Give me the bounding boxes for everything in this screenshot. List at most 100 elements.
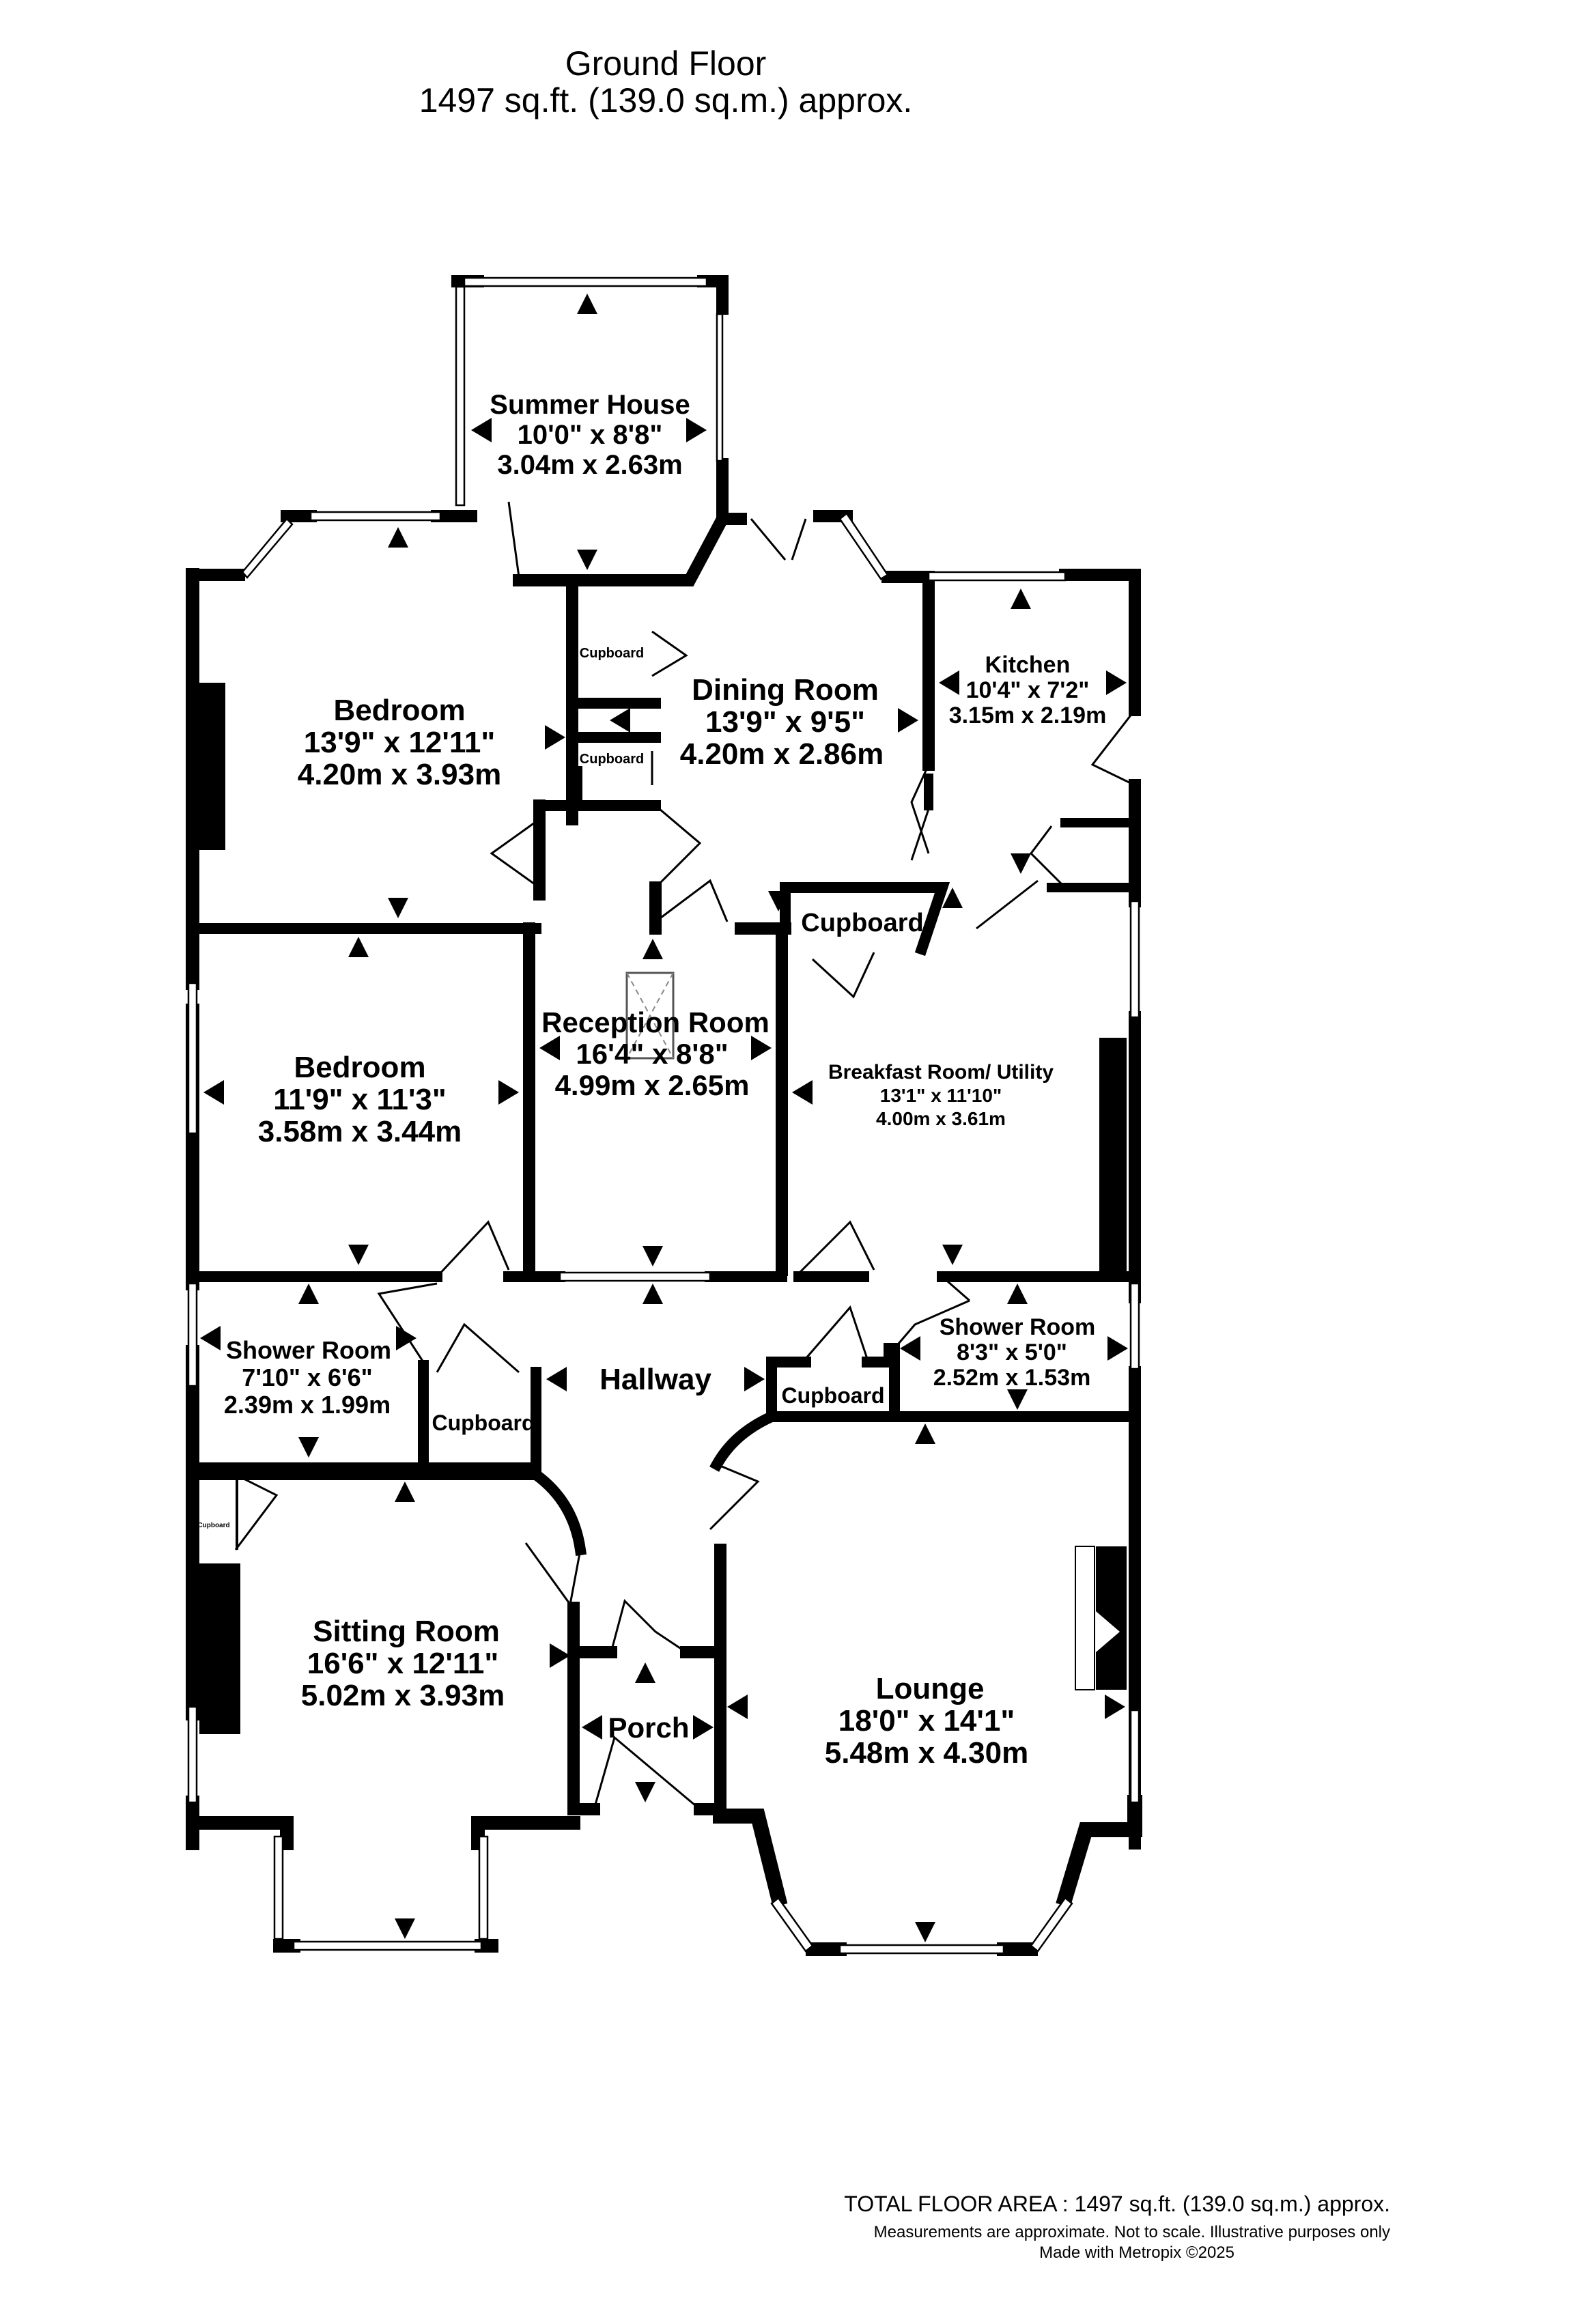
arrow-summer-bottom xyxy=(577,550,597,570)
room-metric-kitchen: 3.15m x 2.19m xyxy=(949,703,1107,728)
door-dining-garden xyxy=(750,518,807,561)
arrow-shower1-top xyxy=(298,1284,319,1304)
arrow-hallway-right xyxy=(744,1367,765,1391)
arrow-lounge-top xyxy=(915,1423,935,1444)
window-summer-right xyxy=(716,313,724,462)
arrow-hallway-top xyxy=(643,1284,663,1304)
cupboard-labels: Cupboard Cupboard Cupboard Cupboard Cupb… xyxy=(197,646,923,1529)
window-shower1-left xyxy=(187,1282,198,1387)
room-name-bedroom2: Bedroom xyxy=(294,1051,425,1084)
room-metric-lounge: 5.48m x 4.30m xyxy=(825,1736,1028,1770)
arrow-shower1-left xyxy=(200,1326,221,1350)
door-reception-dining xyxy=(655,879,729,923)
window-sitting-bay-front xyxy=(292,1940,483,1951)
door-reception-top xyxy=(654,804,702,889)
door-sitting-cupboard xyxy=(234,1473,279,1550)
cupboard-hall-left-walls xyxy=(418,1367,541,1473)
arrow-reception-bottom xyxy=(643,1246,663,1266)
room-imperial-bedroom1: 13'9" x 12'11" xyxy=(304,726,495,759)
arrow-kitchen-top xyxy=(1011,589,1031,609)
arrow-shower2-right xyxy=(1107,1336,1128,1361)
credit: Made with Metropix ©2025 xyxy=(1039,2243,1234,2262)
window-bedroom2-left xyxy=(187,982,198,1135)
lounge-top-wall xyxy=(709,1409,900,1472)
chimney-breast-bed xyxy=(199,683,225,850)
door-cupboard-upper xyxy=(651,630,688,677)
arrow-bed2-right xyxy=(498,1080,519,1105)
door-kitchen-back xyxy=(1090,709,1136,787)
room-imperial-shower2: 8'3" x 5'0" xyxy=(957,1340,1067,1365)
door-porch-inner xyxy=(610,1599,687,1654)
sitting-cupboard-wall xyxy=(236,1475,238,1550)
arrow-sitting-top xyxy=(395,1482,415,1502)
walls xyxy=(186,275,1142,1956)
arrow-porch-left xyxy=(582,1715,602,1740)
room-imperial-sitting: 16'6" x 12'11" xyxy=(307,1647,498,1680)
shower2-walls xyxy=(766,1343,1140,1422)
room-name-shower2: Shower Room xyxy=(940,1314,1096,1340)
bedroom1-top-wall xyxy=(186,510,477,581)
room-name-shower1: Shower Room xyxy=(226,1336,391,1364)
window-breakfast-right xyxy=(1129,900,1140,1019)
arrow-kitchen-bottom xyxy=(1011,853,1031,874)
floor-name: Ground Floor xyxy=(565,44,767,83)
arrow-shower2-bottom xyxy=(1007,1389,1028,1410)
room-metric-breakfast: 4.00m x 3.61m xyxy=(876,1108,1006,1129)
room-metric-shower2: 2.52m x 1.53m xyxy=(933,1365,1091,1391)
room-labels: Summer House 10'0" x 8'8" 3.04m x 2.63m … xyxy=(224,390,1106,1770)
cupboard-label-breakfast: Cupboard xyxy=(801,909,923,937)
arrow-kitchen-left xyxy=(939,670,959,695)
door-shower2 xyxy=(893,1275,970,1349)
cupboard-label-sitting: Cupboard xyxy=(197,1522,229,1529)
door-breakfast-cupboard xyxy=(811,952,875,999)
room-imperial-shower1: 7'10" x 6'6" xyxy=(242,1363,372,1391)
floor-area: 1497 sq.ft. (139.0 sq.m.) approx. xyxy=(419,81,913,119)
room-imperial-summer-house: 10'0" x 8'8" xyxy=(518,420,663,450)
room-imperial-reception: 16'4" x 8'8" xyxy=(576,1038,728,1070)
room-name-kitchen: Kitchen xyxy=(985,652,1071,678)
arrow-kitchen-right xyxy=(1106,670,1127,695)
door-bedroom1 xyxy=(490,818,540,889)
room-name-breakfast: Breakfast Room/ Utility xyxy=(828,1061,1054,1083)
arrow-summer-top xyxy=(577,294,597,314)
window-reception-bottom xyxy=(559,1271,711,1282)
room-name-hallway: Hallway xyxy=(599,1363,711,1396)
room-imperial-dining: 13'9" x 9'5" xyxy=(705,705,865,739)
room-metric-dining: 4.20m x 2.86m xyxy=(680,737,884,771)
door-hall-cupboard-left xyxy=(436,1322,520,1374)
window-dining-bay xyxy=(838,512,889,580)
arrow-dining-bottom xyxy=(768,891,789,911)
kitchen-bottom-wall xyxy=(924,774,1140,892)
cupboard-label-hall-right: Cupboard xyxy=(781,1383,884,1408)
arrow-breakfast-top xyxy=(942,888,963,908)
room-imperial-lounge: 18'0" x 14'1" xyxy=(838,1704,1015,1738)
sitting-bay-walls xyxy=(186,1816,580,1850)
cupboard-label-bed-lower: Cupboard xyxy=(580,752,644,767)
room-name-lounge: Lounge xyxy=(876,1672,985,1705)
arrow-bed2-left xyxy=(203,1080,224,1105)
chimney-breast-lounge xyxy=(1096,1546,1127,1690)
window-sitting-bay-left xyxy=(273,1835,284,1940)
arrow-shower1-right xyxy=(396,1326,417,1350)
bedroom1-bottom-wall xyxy=(187,800,661,934)
door-breakfast-hall xyxy=(798,1220,875,1275)
skylight-cross xyxy=(626,972,674,1059)
arrow-reception-right xyxy=(751,1036,772,1060)
chimney-breast-sitting xyxy=(199,1563,240,1734)
arrow-lounge-left xyxy=(727,1695,748,1719)
arrow-breakfast-left xyxy=(792,1080,813,1105)
cupboard-label-bed-upper: Cupboard xyxy=(580,646,644,661)
skylight xyxy=(625,972,675,1060)
window-sitting-left xyxy=(187,1705,198,1804)
window-bedroom1-top xyxy=(309,511,442,522)
room-metric-summer-house: 3.04m x 2.63m xyxy=(497,450,682,480)
door-dining-kitchen xyxy=(910,764,930,861)
room-name-reception: Reception Room xyxy=(541,1006,770,1038)
window-kitchen-top xyxy=(927,571,1067,582)
porch-walls xyxy=(567,1544,726,1815)
arrow-bed1-bottom xyxy=(388,898,408,918)
door-sitting-room xyxy=(524,1542,582,1607)
arrow-bed2-bottom xyxy=(348,1245,369,1265)
room-name-dining: Dining Room xyxy=(692,673,879,707)
